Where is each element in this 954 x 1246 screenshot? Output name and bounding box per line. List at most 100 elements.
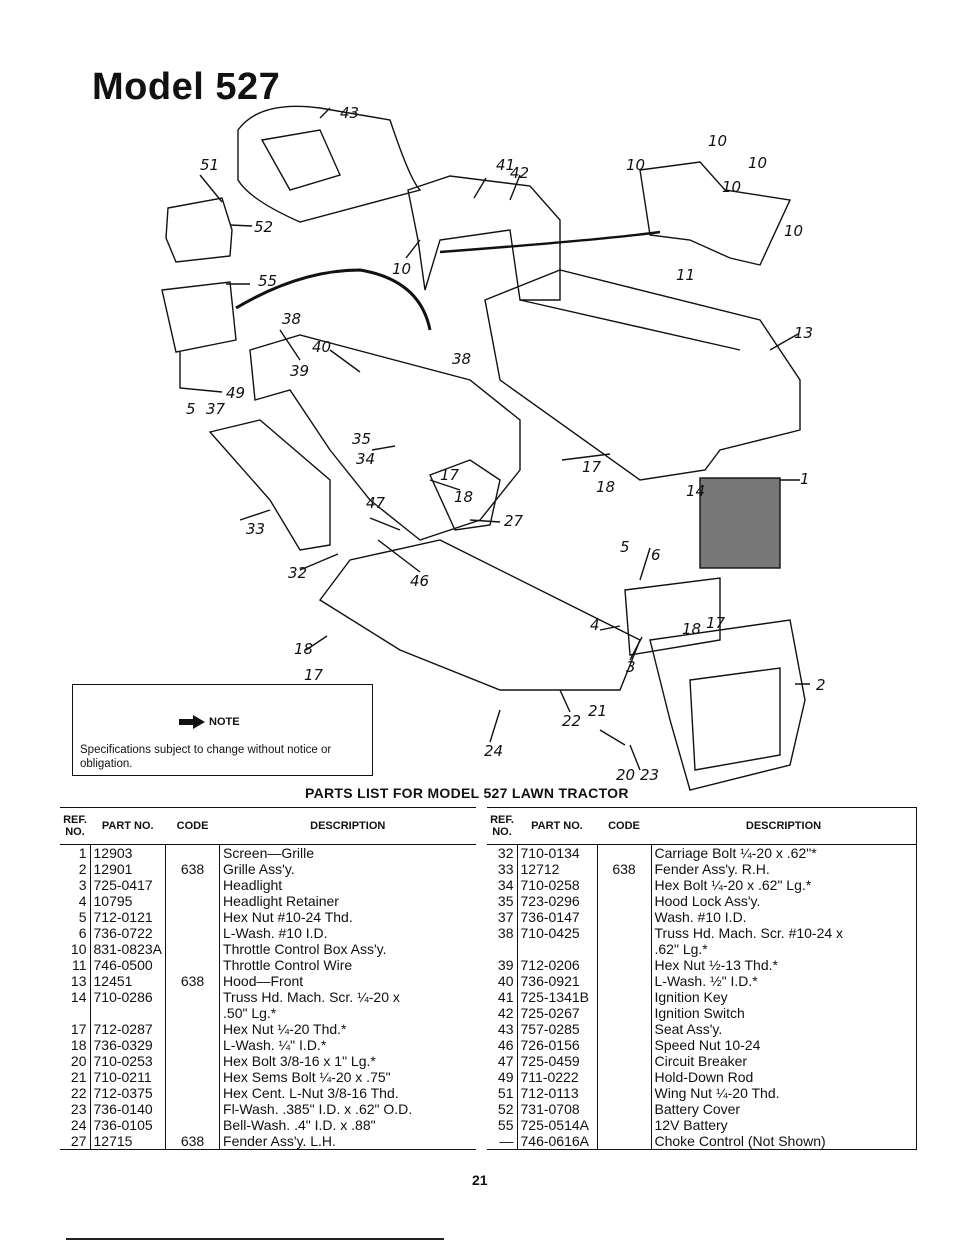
cell-code (597, 1037, 652, 1053)
cell-code (597, 1021, 652, 1037)
cell-description: Battery Cover (651, 1101, 917, 1117)
cell-code (165, 1021, 221, 1037)
callout-number: 37 (206, 400, 226, 418)
cell-description: Hold-Down Rod (651, 1069, 917, 1085)
page-number: 21 (472, 1172, 488, 1188)
cell-code (597, 877, 652, 893)
cell-description: Ignition Key (651, 989, 917, 1005)
cell-ref-no: — (487, 1133, 518, 1150)
cell-part-no: 736-0329 (90, 1037, 167, 1053)
col-part-no: PART NO. (517, 807, 597, 845)
cell-description: Choke Control (Not Shown) (651, 1133, 917, 1150)
callout-number: 17 (706, 614, 726, 632)
cell-code (165, 877, 221, 893)
cell-code (597, 1005, 652, 1021)
callout-number: 24 (484, 742, 503, 760)
cell-ref-no: 18 (60, 1037, 91, 1053)
cell-part-no: 725-0267 (517, 1005, 598, 1021)
cell-ref-no: 11 (60, 957, 91, 973)
cell-part-no (90, 1005, 167, 1021)
callout-number: 17 (304, 666, 324, 684)
dash-panel-drawing (407, 175, 561, 301)
cell-part-no: 12903 (90, 844, 167, 861)
cell-part-no: 710-0286 (90, 989, 167, 1005)
cell-description: Grille Ass'y. (223, 861, 295, 877)
table-row: .50" Lg.* (60, 1005, 476, 1021)
cell-ref-no: 17 (60, 1021, 91, 1037)
callout-number: 39 (290, 362, 309, 380)
seat-drawing (237, 105, 422, 223)
parts-list-title: PARTS LIST FOR MODEL 527 LAWN TRACTOR (305, 785, 629, 801)
cell-ref-no: 42 (487, 1005, 518, 1021)
callout-number: 38 (452, 350, 471, 368)
cell-part-no: 12901 (90, 861, 167, 877)
cell-code (597, 1101, 652, 1117)
cell-ref-no: 35 (487, 893, 518, 909)
cell-ref-no: 24 (60, 1117, 91, 1133)
cell-part-no: 725-1341B (517, 989, 598, 1005)
cell-ref-no: 32 (487, 844, 518, 861)
cell-part-no: 725-0459 (517, 1053, 598, 1069)
callout-number: 43 (340, 104, 359, 122)
frame-drawing (249, 334, 521, 541)
cell-part-no (517, 941, 598, 957)
col-ref-no: REF. NO. (60, 807, 90, 845)
cell-code (597, 1053, 652, 1069)
cell-description: Hood—Front (223, 973, 304, 989)
page-title: Model 527 (92, 66, 281, 108)
col-code: CODE (597, 807, 651, 845)
cell-code (597, 1133, 652, 1150)
cell-part-no: 12715 (90, 1133, 167, 1150)
cell-part-no: 710-0425 (517, 925, 598, 941)
col-description: DESCRIPTION (651, 807, 917, 845)
callout-number: 10 (748, 154, 767, 172)
cell-description: Wash. #10 I.D. (651, 909, 917, 925)
cell-part-no: 746-0500 (90, 957, 167, 973)
cell-part-no: 712-0121 (90, 909, 167, 925)
cell-code (597, 957, 652, 973)
cell-ref-no: 20 (60, 1053, 91, 1069)
callout-number: 10 (784, 222, 803, 240)
callout-number: 20 (616, 766, 635, 784)
cell-code (597, 844, 652, 861)
cell-code (165, 1053, 221, 1069)
cell-part-no: 831-0823A (90, 941, 167, 957)
arrow-right-icon (179, 715, 205, 729)
cell-description: Hex Sems Bolt ¼-20 x .75" (223, 1069, 391, 1085)
table-row: .62" Lg.* (487, 941, 917, 957)
note-heading-text: NOTE (209, 716, 240, 728)
callout-number: 18 (454, 488, 473, 506)
cell-description: .50" Lg.* (223, 1005, 277, 1021)
cell-code (165, 957, 221, 973)
cell-code (165, 844, 221, 861)
cell-part-no: 712-0113 (517, 1085, 598, 1101)
cell-ref-no: 14 (60, 989, 91, 1005)
note-heading: NOTE (179, 715, 240, 729)
cell-description: Wing Nut ¼-20 Thd. (651, 1085, 917, 1101)
cell-description: Speed Nut 10-24 (651, 1037, 917, 1053)
cell-ref-no: 39 (487, 957, 518, 973)
callout-number: 10 (392, 260, 411, 278)
cell-part-no: 736-0722 (90, 925, 167, 941)
callout-number: 10 (708, 132, 727, 150)
callout-number: 4 (590, 616, 600, 634)
cell-description: Fender Ass'y. R.H. (651, 861, 917, 877)
cell-code (165, 909, 221, 925)
cell-code (165, 989, 221, 1005)
callout-number: 23 (640, 766, 659, 784)
hood-drawing (484, 269, 801, 481)
cell-part-no: 736-0105 (90, 1117, 167, 1133)
